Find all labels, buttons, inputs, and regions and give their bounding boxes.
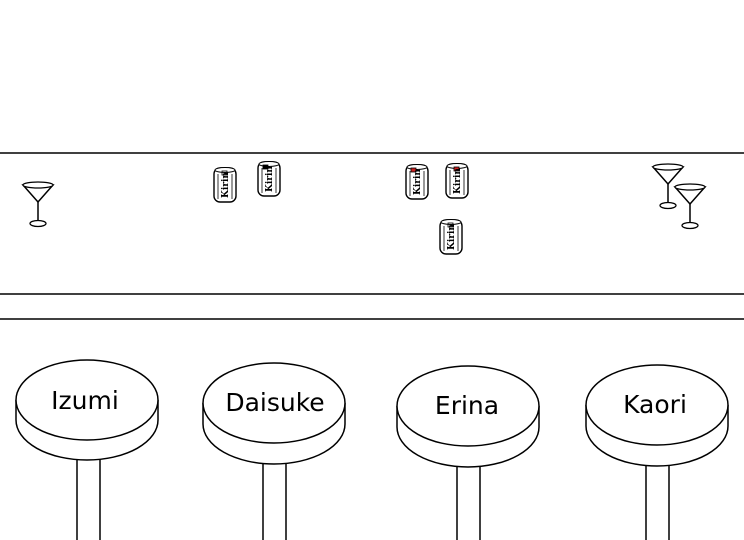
stool-name-label: Izumi xyxy=(51,386,119,415)
cocktail-glass-icon xyxy=(651,163,685,210)
stool-name-label: Erina xyxy=(435,391,499,420)
bar-stools: Izumi Daisuke Erina Kaori xyxy=(15,359,729,540)
cocktail-glass-icon xyxy=(673,183,707,230)
stool-seat xyxy=(202,362,346,444)
cocktail-glass-icon xyxy=(21,181,55,228)
can-brand-label: Kirin xyxy=(447,224,457,250)
bar-stool: Erina xyxy=(396,365,540,540)
can-brand-label: Kirin xyxy=(221,172,231,198)
counter-drinks: Kirin Kirin Kirin Kirin xyxy=(21,161,707,255)
bar-stool: Daisuke xyxy=(202,362,346,540)
bar-stool: Kaori xyxy=(585,364,729,540)
stool-name-label: Daisuke xyxy=(225,388,324,417)
stool-name-label: Kaori xyxy=(623,390,687,419)
stool-seat xyxy=(15,359,159,441)
can-brand-label: Kirin xyxy=(453,168,463,194)
beer-can-icon: Kirin xyxy=(257,161,281,197)
stool-seat xyxy=(396,365,540,447)
beer-can-icon: Kirin xyxy=(439,219,463,255)
can-brand-label: Kirin xyxy=(265,166,275,192)
beer-can-icon: Kirin xyxy=(213,167,237,203)
bar-counter xyxy=(0,152,744,320)
stool-seat xyxy=(585,364,729,446)
beer-can-icon: Kirin xyxy=(445,163,469,199)
beer-can-icon: Kirin xyxy=(405,164,429,200)
can-brand-label: Kirin xyxy=(413,169,423,195)
bar-stool: Izumi xyxy=(15,359,159,540)
